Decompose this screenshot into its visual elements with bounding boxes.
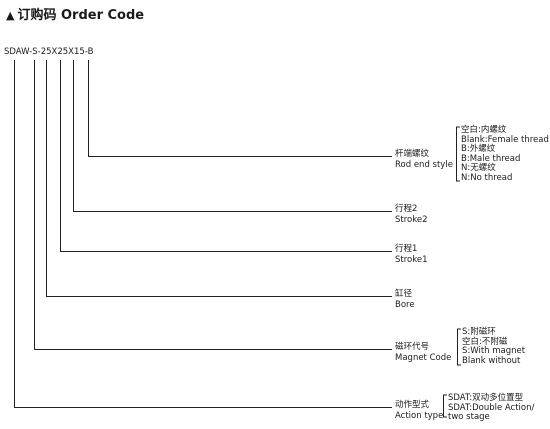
bracket-rod-end bbox=[456, 126, 460, 182]
option-item: SDAT:Double Action/ bbox=[448, 402, 535, 413]
label-action-cn: 动作型式 bbox=[395, 400, 430, 410]
option-item: B:Male thread bbox=[461, 153, 521, 164]
bracket-magnet bbox=[457, 328, 461, 366]
label-stroke2-en: Stroke2 bbox=[395, 214, 428, 225]
options-action: SDAT:双动多位置型 SDAT:Double Action/ two stag… bbox=[448, 393, 535, 423]
label-bore-cn: 缸径 bbox=[395, 289, 413, 299]
page-title: ▲订购码 Order Code bbox=[6, 4, 144, 23]
option-item: Blank without bbox=[462, 355, 521, 366]
options-rod-end: 空白:内螺纹 Blank:Female thread B:外螺纹 B:Male … bbox=[461, 125, 549, 184]
label-magnet: 磁环代号 Magnet Code bbox=[395, 342, 451, 363]
option-item: 空白:不附磁 bbox=[462, 336, 508, 347]
label-action: 动作型式 Action type bbox=[395, 400, 443, 421]
option-item: Blank:Female thread bbox=[461, 134, 549, 145]
option-item: N:无螺纹 bbox=[461, 163, 496, 174]
label-stroke2-cn: 行程2 bbox=[395, 204, 418, 214]
label-stroke1-en: Stroke1 bbox=[395, 254, 428, 265]
label-magnet-cn: 磁环代号 bbox=[395, 342, 430, 352]
leader-stroke2 bbox=[73, 60, 392, 212]
option-item: B:外螺纹 bbox=[461, 144, 496, 155]
option-item: 空白:内螺纹 bbox=[461, 125, 507, 135]
option-item: SDAT:双动多位置型 bbox=[448, 393, 524, 403]
option-item: S:附磁环 bbox=[462, 327, 496, 337]
leader-bore bbox=[46, 60, 392, 297]
label-rod-end: 杆端螺纹 Rod end style bbox=[395, 149, 453, 170]
label-stroke2: 行程2 Stroke2 bbox=[395, 204, 428, 225]
leader-stroke1 bbox=[60, 60, 392, 252]
leader-rod-end bbox=[88, 60, 392, 157]
title-text: 订购码 Order Code bbox=[17, 8, 145, 23]
bracket-action bbox=[443, 394, 447, 418]
option-item: two stage bbox=[448, 412, 490, 423]
options-magnet: S:附磁环 空白:不附磁 S:With magnet Blank without bbox=[462, 327, 526, 366]
label-rod-end-en: Rod end style bbox=[395, 159, 453, 170]
leader-magnet bbox=[34, 60, 392, 350]
label-bore: 缸径 Bore bbox=[395, 289, 415, 310]
triangle-icon: ▲ bbox=[6, 9, 15, 22]
option-item: S:With magnet bbox=[462, 346, 526, 357]
label-stroke1-cn: 行程1 bbox=[395, 244, 418, 254]
leader-action bbox=[14, 60, 392, 408]
option-item: N:No thread bbox=[461, 172, 513, 183]
label-bore-en: Bore bbox=[395, 299, 415, 310]
label-magnet-en: Magnet Code bbox=[395, 352, 452, 363]
label-rod-end-cn: 杆端螺纹 bbox=[395, 149, 430, 159]
model-code: SDAW-S-25X25X15-B bbox=[4, 47, 94, 57]
label-stroke1: 行程1 Stroke1 bbox=[395, 244, 428, 265]
label-action-en: Action type bbox=[395, 410, 444, 421]
